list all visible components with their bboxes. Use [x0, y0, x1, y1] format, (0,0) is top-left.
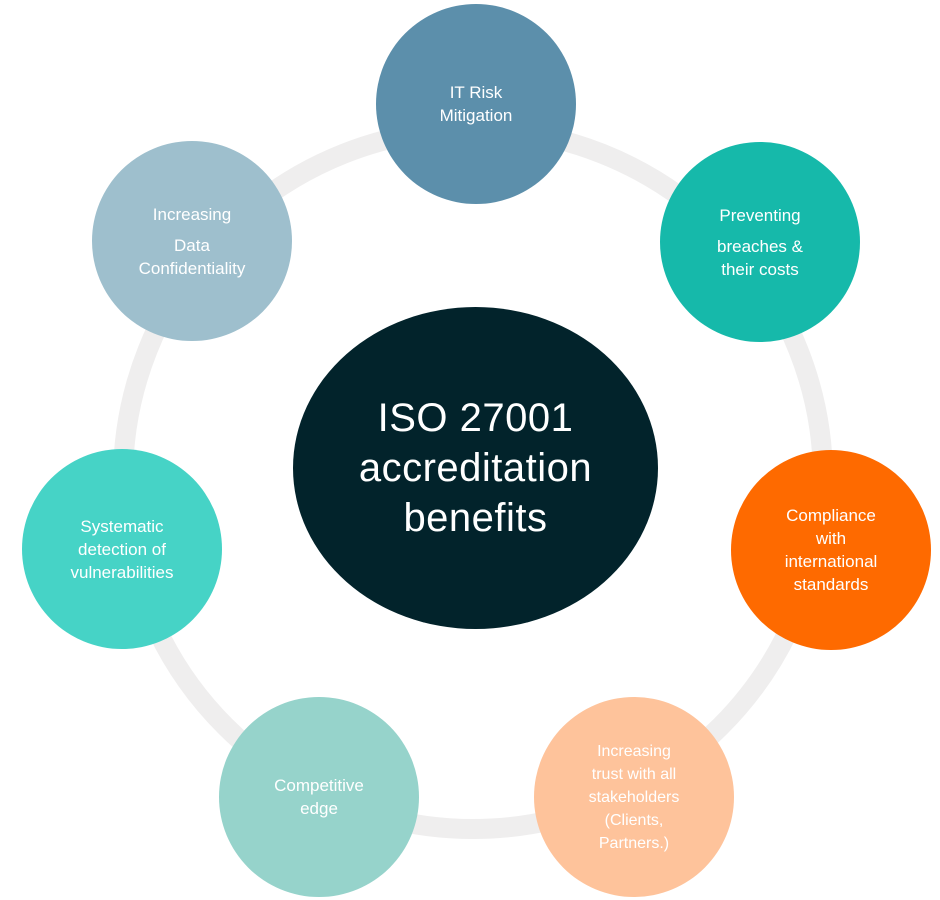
benefit-label-line: IT Risk — [449, 83, 503, 102]
benefit-label-line: standards — [793, 575, 869, 594]
benefit-label: Increasing Data Confidentiality — [139, 203, 246, 280]
benefit-label-line: Increasing — [152, 204, 232, 224]
center-title-line: benefits — [403, 496, 548, 540]
benefit-label-line: Preventing — [719, 205, 801, 225]
benefit-label: Preventing breaches & their costs — [717, 204, 803, 281]
benefit-label-line: (Clients, — [604, 811, 664, 829]
benefit-node-stakeholder-trust: Increasing trust with all stakeholders (… — [534, 697, 734, 897]
center-title-line: ISO 27001 — [377, 396, 574, 440]
benefit-label-line: Compliance — [786, 506, 876, 525]
benefit-label-line: trust with all — [591, 765, 677, 783]
benefit-label: Systematic detection of vulnerabilities — [71, 515, 174, 584]
benefit-label: Competitive edge — [274, 774, 364, 820]
benefit-label-line: Data — [174, 235, 210, 255]
benefit-label-line: Confidentiality — [138, 258, 246, 278]
benefit-label: Compliance with international standards — [785, 504, 878, 596]
center-circle: ISO 27001 accreditation benefits — [293, 307, 658, 629]
center-title: ISO 27001 accreditation benefits — [359, 393, 592, 543]
benefit-label-line: Increasing — [597, 742, 671, 760]
center-title-line: accreditation — [358, 446, 593, 490]
benefit-label-line: Competitive — [274, 776, 364, 795]
benefit-node-it-risk-mitigation: IT Risk Mitigation — [376, 4, 576, 204]
benefit-label-line: their costs — [721, 259, 799, 279]
benefit-label-line: breaches & — [717, 236, 803, 256]
benefit-node-competitive-edge: Competitive edge — [219, 697, 419, 897]
benefit-label-line: international — [784, 552, 878, 571]
benefit-label-line: edge — [300, 799, 338, 818]
benefit-label-line: detection of — [78, 539, 166, 559]
benefit-node-compliance: Compliance with international standards — [731, 450, 931, 650]
benefit-label-line: vulnerabilities — [70, 562, 174, 582]
benefit-label: IT Risk Mitigation — [440, 81, 513, 127]
benefit-label-line: Partners.) — [598, 834, 670, 852]
benefit-node-preventing-breaches: Preventing breaches & their costs — [660, 142, 860, 342]
benefit-label-line: Systematic — [80, 516, 164, 536]
benefit-node-data-confidentiality: Increasing Data Confidentiality — [92, 141, 292, 341]
benefit-label-line: Mitigation — [439, 106, 513, 125]
benefit-label: Increasing trust with all stakeholders (… — [589, 740, 680, 855]
benefit-label-line: stakeholders — [588, 788, 680, 806]
benefit-node-vulnerability-detection: Systematic detection of vulnerabilities — [22, 449, 222, 649]
benefit-label-line: with — [815, 529, 847, 548]
